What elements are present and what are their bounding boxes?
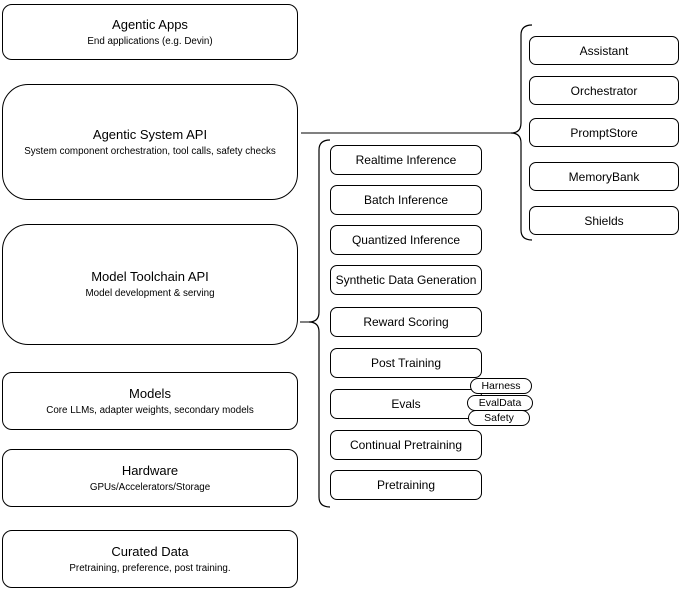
node-label: Synthetic Data Generation — [335, 273, 477, 287]
toolchain-box-reward-scoring: Reward Scoring — [330, 307, 482, 337]
pill-label: EvalData — [478, 396, 522, 409]
toolchain-box-evals: Evals — [330, 389, 482, 419]
system-box-promptstore: PromptStore — [529, 118, 679, 147]
node-label: Pretraining — [376, 478, 436, 492]
node-label: MemoryBank — [568, 169, 640, 184]
toolchain-box-synthetic-data-generation: Synthetic Data Generation — [330, 265, 482, 295]
node-label: Batch Inference — [363, 193, 449, 207]
layer-box-model-toolchain-api: Model Toolchain API Model development & … — [2, 224, 298, 345]
layer-box-agentic-apps: Agentic Apps End applications (e.g. Devi… — [2, 4, 298, 60]
system-box-orchestrator: Orchestrator — [529, 76, 679, 105]
toolchain-box-continual-pretraining: Continual Pretraining — [330, 430, 482, 460]
layer-subtitle: GPUs/Accelerators/Storage — [89, 481, 211, 493]
layer-subtitle: System component orchestration, tool cal… — [24, 145, 276, 157]
toolchain-box-batch-inference: Batch Inference — [330, 185, 482, 215]
layer-title: Model Toolchain API — [91, 269, 209, 284]
node-label: Quantized Inference — [351, 233, 461, 247]
system-box-assistant: Assistant — [529, 36, 679, 65]
eval-tag-harness: Harness — [470, 378, 532, 394]
layer-box-curated-data: Curated Data Pretraining, preference, po… — [2, 530, 298, 588]
layer-title: Curated Data — [111, 543, 189, 559]
node-label: Assistant — [579, 43, 629, 58]
layer-title: Agentic Apps — [112, 16, 188, 32]
toolchain-box-realtime-inference: Realtime Inference — [330, 145, 482, 175]
layer-subtitle: Model development & serving — [85, 288, 215, 299]
toolchain-brace — [308, 139, 331, 508]
pill-label: Safety — [484, 411, 514, 424]
node-label: Orchestrator — [570, 83, 638, 98]
node-label: Continual Pretraining — [349, 438, 463, 452]
eval-tag-evaldata: EvalData — [467, 395, 533, 411]
layer-box-models: Models Core LLMs, adapter weights, secon… — [2, 372, 298, 430]
pill-label: Harness — [481, 379, 521, 392]
system-box-shields: Shields — [529, 206, 679, 235]
node-label: PromptStore — [570, 125, 638, 140]
toolchain-box-pretraining: Pretraining — [330, 470, 482, 500]
layer-box-agentic-system-api: Agentic System API System component orch… — [2, 84, 298, 200]
node-label: Reward Scoring — [363, 315, 449, 329]
node-label: Evals — [391, 397, 421, 411]
layer-title: Hardware — [121, 462, 179, 478]
layer-box-hardware: Hardware GPUs/Accelerators/Storage — [2, 449, 298, 507]
layer-subtitle: Core LLMs, adapter weights, secondary mo… — [46, 404, 254, 416]
node-label: Post Training — [370, 356, 442, 370]
toolchain-box-quantized-inference: Quantized Inference — [330, 225, 482, 255]
layer-subtitle: Pretraining, preference, post training. — [69, 562, 231, 574]
node-label: Realtime Inference — [355, 153, 457, 167]
node-label: Shields — [584, 213, 624, 228]
layer-subtitle: End applications (e.g. Devin) — [87, 35, 213, 47]
eval-tag-safety: Safety — [468, 410, 530, 426]
toolchain-box-post-training: Post Training — [330, 348, 482, 378]
system-box-memorybank: MemoryBank — [529, 162, 679, 191]
layer-title: Agentic System API — [92, 126, 208, 142]
layer-title: Models — [129, 385, 171, 401]
